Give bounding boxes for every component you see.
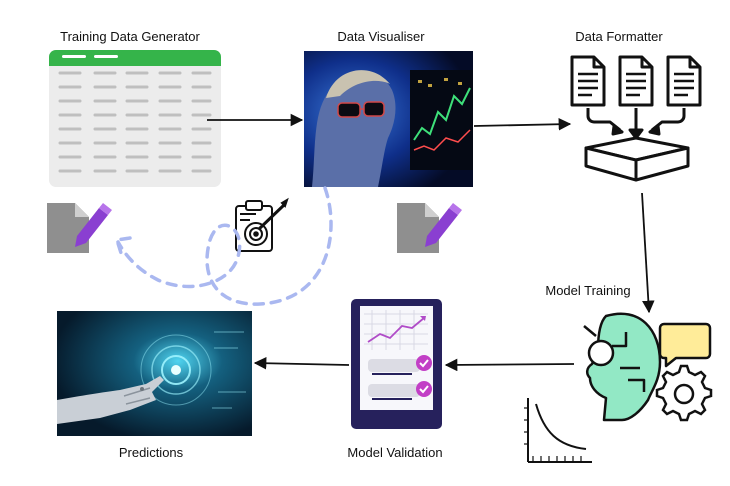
node-label-data-formatter: Data Formatter	[575, 29, 663, 44]
edge-visualiser-to-formatter	[473, 117, 572, 131]
documents-into-tray-icon	[570, 55, 702, 182]
robot-hand-photo	[57, 311, 252, 436]
clipboard-target-icon	[235, 197, 289, 252]
ai-head-icon	[583, 312, 662, 422]
edge-validation-to-predictions	[253, 356, 350, 370]
node-label-predictions: Predictions	[118, 445, 184, 460]
decay-curve-chart-icon	[524, 398, 592, 463]
edge-feedback-visualiser-to-generator	[114, 186, 333, 306]
node-label-model-training: Model Training	[545, 283, 631, 298]
edge-training-to-validation	[444, 358, 575, 372]
edit-document-icon	[397, 203, 462, 253]
spreadsheet-icon	[49, 50, 221, 187]
node-label-model-validation: Model Validation	[347, 445, 443, 460]
tablet-checklist-icon	[351, 299, 442, 429]
node-label-training-data-generator: Training Data Generator	[60, 29, 200, 44]
analyst-photo	[304, 51, 473, 187]
chat-bubble-icon	[658, 322, 712, 368]
node-label-data-visualiser: Data Visualiser	[337, 29, 425, 44]
gear-icon	[655, 364, 713, 422]
edge-formatter-to-training	[641, 192, 655, 314]
edit-document-icon	[47, 203, 112, 253]
